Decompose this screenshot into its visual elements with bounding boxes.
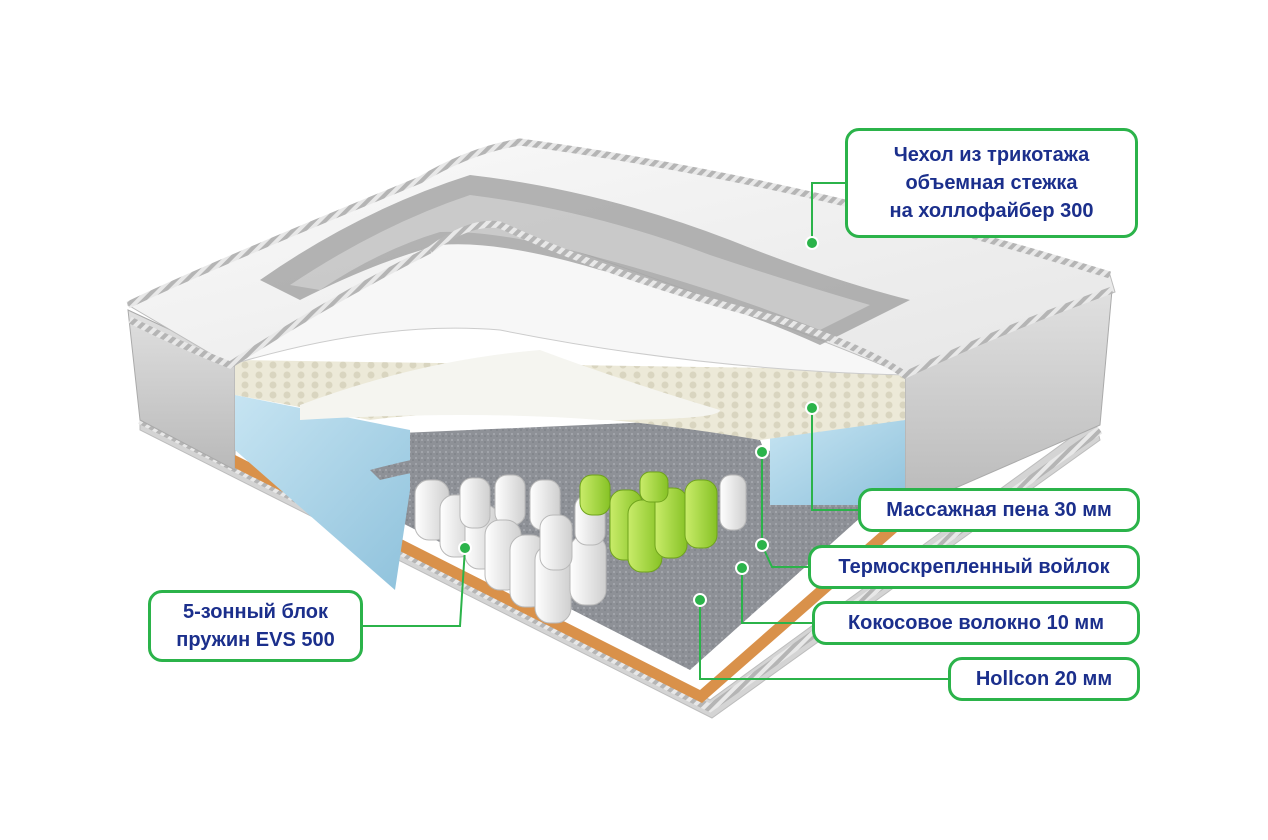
leader-coco xyxy=(741,568,812,624)
callout-cover: Чехол из трикотажа объемная стежка на хо… xyxy=(845,128,1138,238)
felt-middle xyxy=(370,432,770,480)
callout-coconut: Кокосовое волокно 10 мм xyxy=(812,601,1140,645)
leader-cover xyxy=(811,182,845,243)
massage-foam-lifted xyxy=(300,350,720,420)
leader-dots xyxy=(458,236,819,607)
cover-ornament-inner xyxy=(290,195,870,330)
callout-springs: 5-зонный блок пружин EVS 500 xyxy=(148,590,363,662)
callout-cover-line1: Чехол из трикотажа xyxy=(893,144,1090,166)
callout-springs-line1: 5-зонный блок xyxy=(182,601,329,623)
callout-coconut-label: Кокосовое волокно 10 мм xyxy=(847,612,1105,634)
leader-massage xyxy=(811,408,858,511)
callout-hollcon: Hollcon 20 мм xyxy=(948,657,1140,701)
callout-massage-foam: Массажная пена 30 мм xyxy=(858,488,1140,532)
leader-hollcon xyxy=(699,600,948,680)
callout-cover-line3: на холлофайбер 300 xyxy=(889,200,1094,222)
leader-felt xyxy=(761,452,808,568)
callout-springs-line2: пружин EVS 500 xyxy=(176,629,335,651)
leader-springs xyxy=(363,547,466,627)
blue-foam-right xyxy=(770,420,905,505)
cover-right-rope xyxy=(427,220,1114,380)
callout-felt-label: Термоскрепленный войлок xyxy=(838,556,1110,578)
blue-foam-left xyxy=(235,395,410,590)
callout-hollcon-label: Hollcon 20 мм xyxy=(975,668,1113,690)
callout-cover-line2: объемная стежка xyxy=(905,172,1078,194)
callout-felt: Термоскрепленный войлок xyxy=(808,545,1140,589)
cover-front-rope xyxy=(128,246,432,369)
callout-massage-foam-label: Массажная пена 30 мм xyxy=(886,499,1112,521)
leader-lines xyxy=(363,182,948,680)
spring-block xyxy=(414,471,747,624)
